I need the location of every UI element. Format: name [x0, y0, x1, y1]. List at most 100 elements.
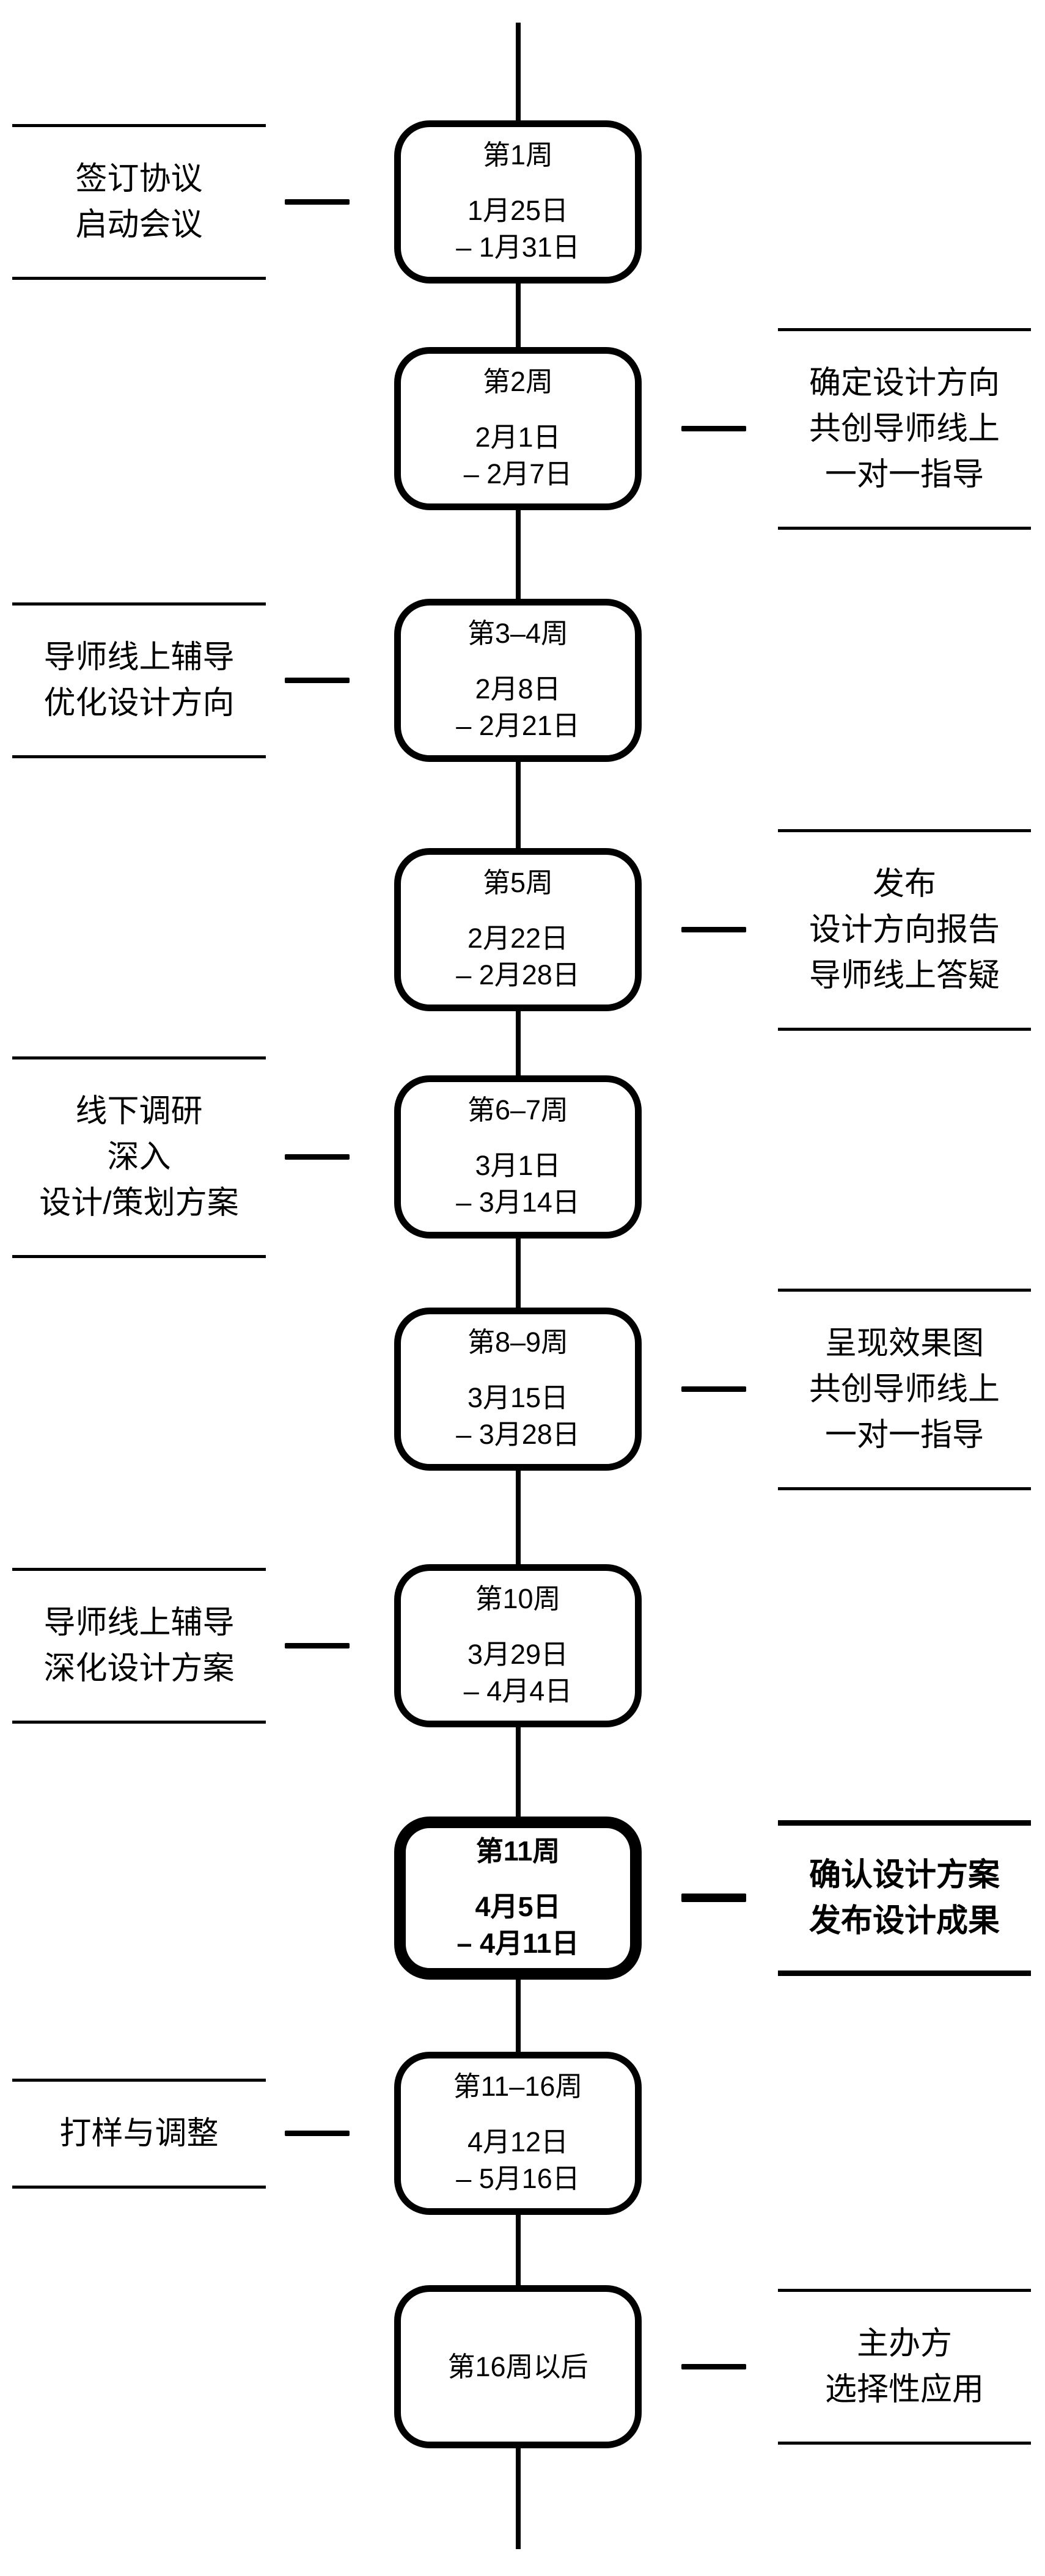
side-label-line: 设计方向报告 — [809, 912, 1000, 948]
label-rule-top — [12, 124, 266, 127]
connector-dash — [285, 1643, 350, 1648]
side-label-block: 线下调研深入设计/策划方案 — [12, 1056, 266, 1258]
side-label-line: 导师线上辅导 — [43, 639, 235, 675]
side-label-block: 发布设计方向报告导师线上答疑 — [778, 829, 1031, 1031]
node-week-label: 第5周 — [482, 866, 554, 898]
side-label-line: 发布 — [872, 866, 936, 902]
side-label-line: 深入 — [107, 1139, 171, 1175]
connector-dash — [285, 199, 350, 205]
label-rule-top — [778, 1289, 1031, 1292]
connector-dash — [285, 2131, 350, 2136]
connector-dash — [681, 2364, 746, 2369]
connector-dash — [285, 1154, 350, 1160]
side-label-line: 共创导师线上 — [809, 411, 1000, 447]
label-rule-top — [12, 1056, 266, 1059]
side-label-line: 共创导师线上 — [809, 1371, 1000, 1407]
label-rule-bottom — [12, 2186, 266, 2189]
side-label-lines: 主办方选择性应用 — [778, 2292, 1031, 2442]
label-rule-bottom — [12, 1255, 266, 1258]
connector-dash — [681, 426, 746, 431]
timeline-node: 第8–9周 3月15日– 3月28日 — [394, 1308, 642, 1471]
connector-dash — [285, 678, 350, 683]
node-week-label: 第3–4周 — [467, 617, 569, 649]
label-rule-bottom — [778, 1970, 1031, 1976]
side-label-block: 确认设计方案发布设计成果 — [778, 1820, 1031, 1976]
side-label-lines: 确定设计方向共创导师线上一对一指导 — [778, 331, 1031, 527]
node-date-line: – 5月16日 — [456, 2162, 580, 2194]
side-label-line: 发布设计成果 — [809, 1903, 1000, 1939]
timeline-node: 第11–16周 4月12日– 5月16日 — [394, 2052, 642, 2215]
node-week-label: 第16周以后 — [447, 2351, 588, 2382]
node-date-line: 4月5日 — [475, 1890, 561, 1922]
side-label-line: 确认设计方案 — [809, 1857, 1000, 1893]
node-date-line: 3月15日 — [467, 1381, 569, 1413]
side-label-line: 启动会议 — [75, 207, 203, 243]
node-date-line: – 2月28日 — [456, 959, 580, 990]
label-rule-top — [778, 328, 1031, 331]
timeline-node: 第5周 2月22日 – 2月28日 — [394, 848, 642, 1011]
node-date-line: 1月25日 — [467, 194, 569, 226]
side-label-line: 主办方 — [856, 2325, 952, 2362]
timeline-row: 线下调研深入设计/策划方案 第6–7周 3月1日 – 3月14日 — [0, 1056, 1045, 1258]
side-label-block: 确定设计方向共创导师线上一对一指导 — [778, 328, 1031, 530]
node-date-line: – 1月31日 — [456, 231, 580, 263]
label-rule-bottom — [778, 527, 1031, 530]
side-label-lines: 线下调研深入设计/策划方案 — [12, 1059, 266, 1255]
label-rule-bottom — [12, 755, 266, 758]
timeline-node: 第2周 2月1日– 2月7日 — [394, 347, 642, 510]
side-label-block: 签订协议启动会议 — [12, 124, 266, 280]
timeline-row: 导师线上辅导深化设计方案 第10周 3月29日 – 4月4日 — [0, 1564, 1045, 1727]
side-label-line: 打样与调整 — [59, 2115, 219, 2151]
side-label-lines: 呈现效果图共创导师线上一对一指导 — [778, 1292, 1031, 1487]
label-rule-bottom — [778, 1487, 1031, 1490]
label-rule-bottom — [12, 277, 266, 280]
side-label-line: 设计/策划方案 — [39, 1185, 239, 1221]
side-label-lines: 导师线上辅导深化设计方案 — [12, 1571, 266, 1721]
timeline-row: 签订协议启动会议 第1周 1月25日– 1月31日 — [0, 120, 1045, 284]
timeline-row: 导师线上辅导优化设计方向 第3–4周 2月8日– 2月21日 — [0, 599, 1045, 762]
side-label-lines: 签订协议启动会议 — [12, 127, 266, 277]
timeline-node: 第10周 3月29日 – 4月4日 — [394, 1564, 642, 1727]
side-label-lines: 打样与调整 — [12, 2082, 266, 2186]
timeline-row: 打样与调整 第11–16周 4月12日– 5月16日 — [0, 2052, 1045, 2215]
side-label-line: 一对一指导 — [824, 1417, 984, 1453]
node-date-line: – 3月28日 — [456, 1418, 580, 1450]
side-label-lines: 发布设计方向报告导师线上答疑 — [778, 832, 1031, 1028]
label-rule-bottom — [778, 1028, 1031, 1031]
timeline-row: 主办方选择性应用 第16周以后 — [0, 2285, 1045, 2448]
timeline-row: 确定设计方向共创导师线上一对一指导 第2周 2月1日– 2月7日 — [0, 328, 1045, 530]
connector-dash — [681, 1386, 746, 1392]
side-label-line: 线下调研 — [75, 1093, 203, 1129]
side-label-line: 呈现效果图 — [824, 1325, 984, 1361]
side-label-line: 深化设计方案 — [43, 1650, 235, 1686]
side-label-line: 导师线上辅导 — [43, 1605, 235, 1641]
node-week-label: 第10周 — [475, 1583, 561, 1614]
node-date-line: 3月29日 — [467, 1638, 569, 1670]
timeline-axis-line — [516, 23, 521, 2549]
node-date-line: 3月1日 — [475, 1149, 561, 1181]
timeline-node: 第3–4周 2月8日– 2月21日 — [394, 599, 642, 762]
side-label-line: 签订协议 — [75, 161, 203, 197]
node-week-label: 第6–7周 — [467, 1094, 569, 1125]
side-label-line: 优化设计方向 — [43, 685, 235, 721]
label-rule-top — [12, 2079, 266, 2082]
label-rule-top — [12, 602, 266, 606]
timeline-row: 发布设计方向报告导师线上答疑 第5周 2月22日– 2月28日 — [0, 829, 1045, 1031]
timeline-node: 第16周以后 — [394, 2285, 642, 2448]
connector-dash — [681, 927, 746, 932]
label-rule-top — [778, 1820, 1031, 1826]
label-rule-top — [778, 829, 1031, 832]
node-date-line: 2月1日 — [475, 421, 561, 453]
side-label-line: 确定设计方向 — [809, 365, 1000, 401]
label-rule-bottom — [778, 2442, 1031, 2445]
node-date-line: 2月22日 — [467, 922, 569, 954]
node-date-line: 4月12日 — [467, 2126, 569, 2157]
node-date-line: – 4月4日 — [463, 1675, 573, 1707]
node-date-line: – 2月7日 — [463, 458, 573, 489]
side-label-line: 选择性应用 — [824, 2371, 984, 2407]
side-label-block: 呈现效果图共创导师线上一对一指导 — [778, 1289, 1031, 1490]
timeline-row: 呈现效果图共创导师线上一对一指导 第8–9周 3月15日– 3月28日 — [0, 1289, 1045, 1490]
node-date-line: – 3月14日 — [456, 1186, 580, 1218]
side-label-block: 导师线上辅导优化设计方向 — [12, 602, 266, 758]
